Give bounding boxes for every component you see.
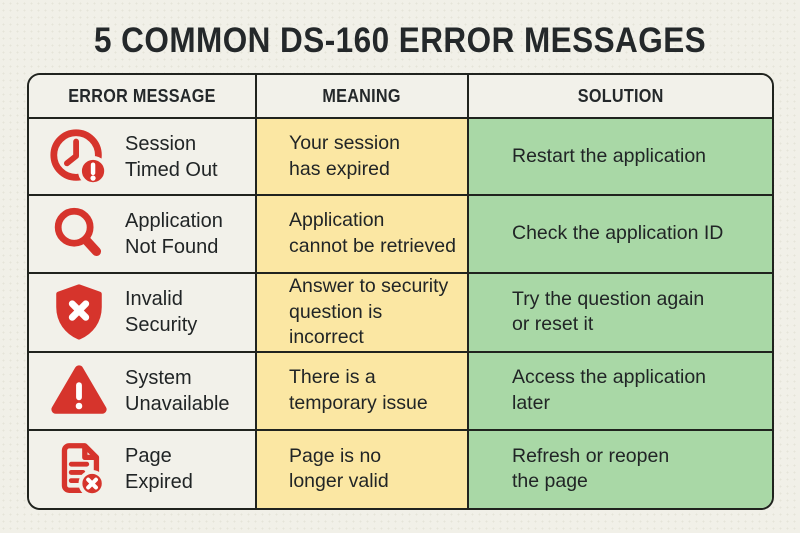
- warning-triangle-icon: [46, 358, 112, 424]
- table-row-5-solution: Refresh or reopen the page: [469, 430, 772, 508]
- table-row-2-meaning: Application cannot be retrieved: [257, 196, 469, 274]
- meaning-text: Page is no longer valid: [289, 444, 389, 493]
- table-row-1-error: Session Timed Out: [29, 119, 257, 197]
- header-meaning-label: MEANING: [322, 85, 402, 106]
- solution-text: Refresh or reopen the page: [512, 444, 670, 493]
- meaning-text: Application cannot be retrieved: [289, 209, 456, 258]
- table-row-3-solution: Try the question again or reset it: [469, 273, 772, 354]
- table-row-2-error: Application Not Found: [29, 196, 257, 274]
- meaning-text: There is a temporary issue: [289, 366, 428, 414]
- page-x-icon: [46, 436, 112, 502]
- shield-x-icon: [46, 279, 112, 345]
- error-table: ERROR MESSAGE MEANING SOLUTION Session T…: [27, 73, 774, 510]
- clock-alert-icon: [46, 124, 112, 190]
- table-row-5-meaning: Page is no longer valid: [257, 430, 469, 508]
- error-label: Application Not Found: [125, 210, 223, 259]
- table-row-1-meaning: Your session has expired: [257, 119, 469, 197]
- error-label: Invalid Security: [125, 288, 198, 337]
- table-row-3-error: Invalid Security: [29, 273, 257, 354]
- error-label: System Unavailable: [125, 366, 230, 415]
- table-row-1-solution: Restart the application: [469, 119, 772, 197]
- table-row-5-error: Page Expired: [29, 430, 257, 508]
- header-error-message-label: ERROR MESSAGE: [68, 85, 216, 106]
- table-row-4-solution: Access the application later: [469, 353, 772, 431]
- meaning-text: Your session has expired: [289, 131, 400, 180]
- table-row-4-error: System Unavailable: [29, 353, 257, 431]
- magnifier-icon: [46, 201, 112, 267]
- meaning-text: Answer to security question is incorrect: [289, 274, 449, 349]
- page-title: 5 COMMON DS-160 ERROR MESSAGES: [93, 21, 707, 60]
- header-solution-label: SOLUTION: [577, 85, 664, 106]
- table-row-2-solution: Check the application ID: [469, 196, 772, 274]
- header-meaning: MEANING: [257, 75, 469, 119]
- solution-text: Access the application later: [512, 366, 707, 414]
- table-row-3-meaning: Answer to security question is incorrect: [257, 273, 469, 354]
- error-label: Page Expired: [125, 445, 193, 494]
- header-solution: SOLUTION: [469, 75, 772, 119]
- solution-text: Restart the application: [512, 144, 707, 167]
- table-row-4-meaning: There is a temporary issue: [257, 353, 469, 431]
- header-error-message: ERROR MESSAGE: [29, 75, 257, 119]
- solution-text: Check the application ID: [512, 222, 724, 245]
- error-label: Session Timed Out: [125, 132, 218, 181]
- solution-text: Try the question again or reset it: [512, 287, 705, 336]
